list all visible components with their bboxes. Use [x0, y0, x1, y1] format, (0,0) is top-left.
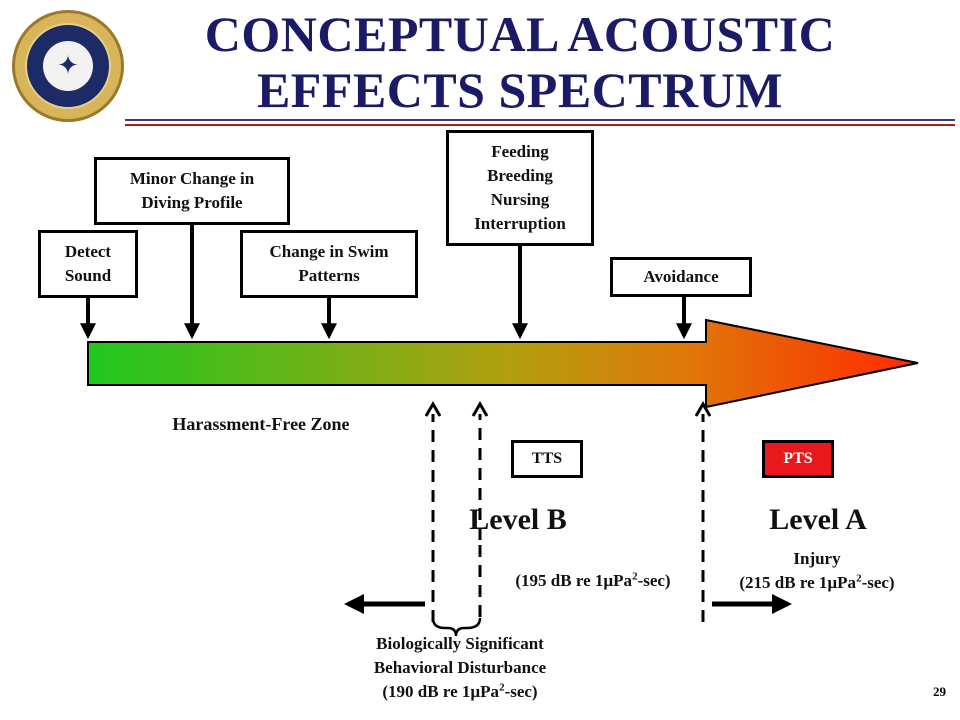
level-b-threshold-end: -sec): [637, 571, 671, 590]
injury-label: Injury: [793, 549, 841, 568]
eagle-icon: ✦: [43, 41, 93, 91]
bio-line-3-text: (190 dB re 1µPa: [382, 682, 500, 701]
tts-box: TTS: [511, 440, 583, 478]
level-b-threshold: (195 dB re 1µPa2-sec): [486, 571, 700, 591]
avoidance-box: Avoidance: [610, 257, 752, 297]
tts-label: TTS: [531, 450, 563, 467]
level-b-threshold-sup: 2: [632, 570, 638, 583]
swim-line-2: Patterns: [298, 266, 360, 285]
title-line-2: EFFECTS SPECTRUM: [256, 62, 784, 118]
injury-threshold-end: -sec): [861, 573, 895, 592]
detect-line-2: Sound: [64, 266, 112, 285]
dashed-arrowhead-215: [694, 401, 712, 417]
bio-significant-label: Biologically Significant Behavioral Dist…: [320, 632, 600, 704]
level-b-label: Level B: [469, 503, 567, 536]
dashed-arrowhead-195: [471, 401, 489, 417]
bio-line-3: (190 dB re 1µPa2-sec): [320, 680, 600, 704]
swim-patterns-box: Change in Swim Patterns: [240, 230, 418, 298]
detect-line-1: Detect: [64, 242, 112, 261]
swim-line-1: Change in Swim: [269, 242, 389, 261]
level-a-injury: Injury (215 dB re 1µPa2-sec): [710, 547, 924, 595]
avoidance-label: Avoidance: [643, 267, 719, 286]
bio-line-2: Behavioral Disturbance: [373, 658, 547, 677]
brace: [431, 617, 482, 637]
dashed-arrowhead-190: [424, 401, 442, 417]
level-b-threshold-text: (195 dB re 1µPa: [515, 571, 633, 590]
injury-threshold: (215 dB re 1µPa2-sec): [710, 571, 924, 595]
diving-line-1: Minor Change in: [129, 169, 255, 188]
title-line-1: CONCEPTUAL ACOUSTIC: [204, 6, 836, 62]
harassment-free-zone-label: Harassment-Free Zone: [172, 414, 350, 434]
title-rule-red: [125, 124, 955, 126]
diving-line-2: Diving Profile: [141, 193, 243, 212]
title-rule-blue: [125, 119, 955, 121]
level-a-label: Level A: [769, 503, 867, 536]
bio-line-1: Biologically Significant: [376, 634, 544, 653]
page-number: 29: [933, 684, 946, 699]
seal-inner-ring: ✦: [25, 23, 111, 109]
bio-line-3-end: -sec): [504, 682, 538, 701]
pts-box: PTS: [762, 440, 834, 478]
feeding-line-1: Feeding: [491, 142, 549, 161]
pts-label: PTS: [783, 450, 813, 467]
page-title: CONCEPTUAL ACOUSTIC EFFECTS SPECTRUM: [150, 6, 890, 118]
injury-threshold-sup: 2: [856, 572, 862, 585]
navy-seal-logo: ✦: [12, 10, 124, 122]
injury-threshold-text: (215 dB re 1µPa: [739, 573, 857, 592]
feeding-line-4: Interruption: [474, 214, 566, 233]
detect-sound-box: Detect Sound: [38, 230, 138, 298]
bio-line-3-sup: 2: [499, 681, 505, 694]
diving-profile-box: Minor Change in Diving Profile: [94, 157, 290, 225]
feeding-interruption-box: Feeding Breeding Nursing Interruption: [446, 130, 594, 246]
feeding-line-2: Breeding: [487, 166, 553, 185]
feeding-line-3: Nursing: [490, 190, 550, 209]
effects-spectrum-arrow: [87, 318, 919, 409]
